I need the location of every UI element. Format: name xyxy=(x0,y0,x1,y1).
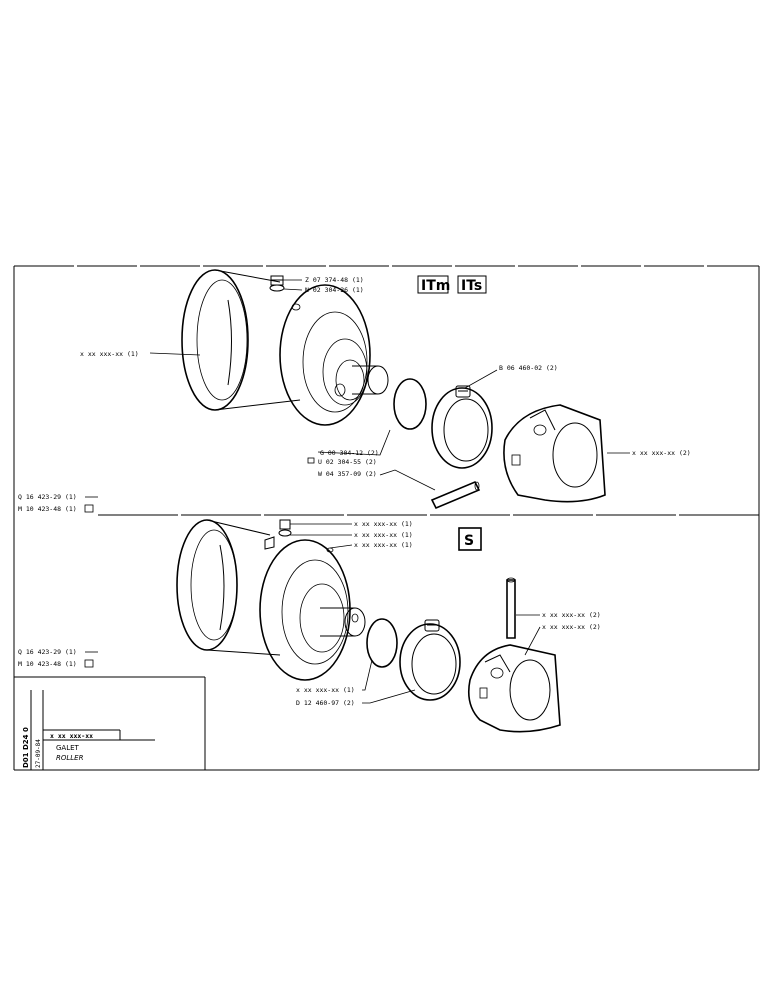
label-nut-bottom: M 10 423-48 (1) xyxy=(18,660,77,668)
label-washer-top: N 02 304-26 (1) xyxy=(305,286,364,294)
label-oring-top: G 00 304-12 (2) xyxy=(320,449,379,457)
frame xyxy=(13,265,760,771)
label-pin-top: W 04 357-09 (2) xyxy=(318,470,377,478)
label-oring-bottom: x xx xxx-xx (1) xyxy=(296,686,355,694)
label-seal-top: U 02 304-55 (2) xyxy=(318,458,377,466)
label-bracket-top: x xx xxx-xx (2) xyxy=(632,449,691,457)
bottom-roller-assembly xyxy=(176,519,561,733)
title-block: D01 D24 0 27-09-84 x xx xxx-xx GALET ROL… xyxy=(22,690,155,770)
label-body-top: x xx xxx-xx (1) xyxy=(80,350,139,358)
label-bushing-top: B 06 460-02 (2) xyxy=(499,364,558,372)
top-roller-assembly xyxy=(181,269,606,510)
badge-s: S xyxy=(464,533,474,549)
drawing-date: 27-09-84 xyxy=(35,739,42,768)
title-en: ROLLER xyxy=(56,754,84,762)
top-labels: Z 07 374-48 (1) N 02 304-26 (1) x xx xxx… xyxy=(18,276,691,513)
label-bracket-bottom: x xx xxx-xx (2) xyxy=(542,623,601,631)
part-number: x xx xxx-xx xyxy=(50,732,93,740)
label-pin-bottom: x xx xxx-xx (2) xyxy=(542,611,601,619)
label-bolt-top: Q 16 423-29 (1) xyxy=(18,493,77,501)
label-plug-bottom: x xx xxx-xx (1) xyxy=(354,520,413,528)
label-screw-top: Z 07 374-48 (1) xyxy=(305,276,364,284)
label-bushing-bottom: D 12 460-97 (2) xyxy=(296,699,355,707)
model-badges: ITm ITs xyxy=(417,275,487,294)
variant-badge: S xyxy=(458,527,482,551)
drawing-number: D01 D24 0 xyxy=(22,727,30,768)
label-nut-top: M 10 423-48 (1) xyxy=(18,505,77,513)
title-fr: GALET xyxy=(56,744,80,752)
badge-itm: ITm xyxy=(421,278,450,294)
bottom-labels: x xx xxx-xx (1) x xx xxx-xx (1) x xx xxx… xyxy=(18,520,601,707)
badge-its: ITs xyxy=(461,278,482,294)
label-bolt-bottom: Q 16 423-29 (1) xyxy=(18,648,77,656)
label-plug-washer-bottom: x xx xxx-xx (1) xyxy=(354,531,413,539)
label-body-bottom: x xx xxx-xx (1) xyxy=(354,541,413,549)
